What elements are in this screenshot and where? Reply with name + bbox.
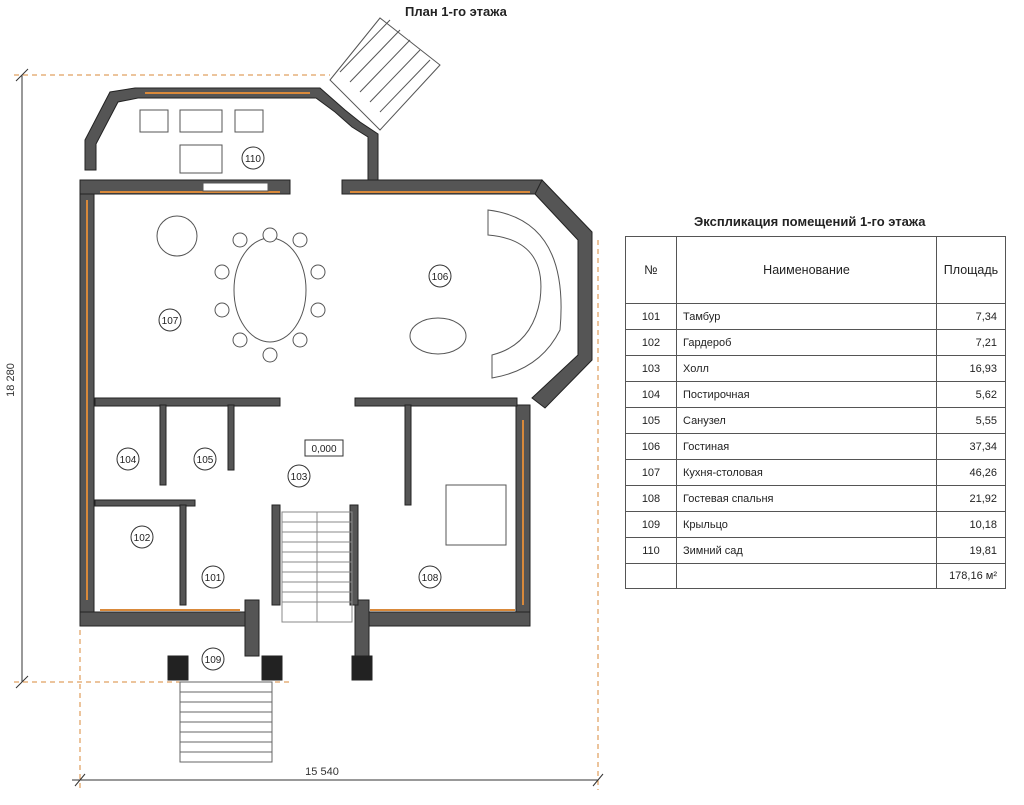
room-102: 102	[130, 525, 154, 549]
total-area: 178,16 м²	[936, 563, 1006, 589]
svg-text:103: 103	[291, 472, 308, 483]
svg-text:0,000: 0,000	[311, 444, 336, 455]
level-mark: 0,000	[304, 439, 344, 457]
svg-text:104: 104	[120, 455, 137, 466]
plan-title: План 1-го этажа	[405, 4, 507, 19]
room-101: 101	[201, 565, 225, 589]
svg-text:109: 109	[205, 655, 222, 666]
room-109: 109	[201, 647, 225, 671]
porch-steps	[179, 681, 273, 763]
dim-width: 15 540	[305, 766, 339, 778]
svg-text:110: 110	[245, 154, 261, 165]
furniture	[139, 109, 562, 546]
floor-plan-drawing: 18 280 15 540	[5, 17, 604, 790]
svg-text:101: 101	[205, 573, 222, 584]
svg-text:102: 102	[134, 533, 151, 544]
svg-text:107: 107	[162, 316, 179, 327]
room-110: 110	[241, 146, 265, 170]
exterior-stair	[329, 17, 441, 131]
dim-height: 18 280	[5, 363, 17, 397]
svg-text:108: 108	[422, 573, 439, 584]
room-103: 103	[287, 464, 311, 488]
explication-title: Экспликация помещений 1-го этажа	[694, 214, 926, 229]
room-108: 108	[418, 565, 442, 589]
total-row: 178,16 м²	[625, 563, 1006, 589]
windows	[86, 92, 530, 611]
room-106: 106	[428, 264, 452, 288]
room-105: 105	[193, 447, 217, 471]
interior-stair	[281, 511, 353, 623]
walls	[79, 87, 593, 681]
svg-text:105: 105	[197, 455, 214, 466]
room-107: 107	[158, 308, 182, 332]
room-104: 104	[116, 447, 140, 471]
header-num: №	[625, 236, 677, 304]
room-labels: 110 106 107 104 105 103 102 101 108 109 …	[116, 146, 452, 671]
header-area: Площадь	[936, 236, 1006, 304]
header-name: Наименование	[676, 236, 937, 304]
svg-text:106: 106	[432, 272, 449, 283]
